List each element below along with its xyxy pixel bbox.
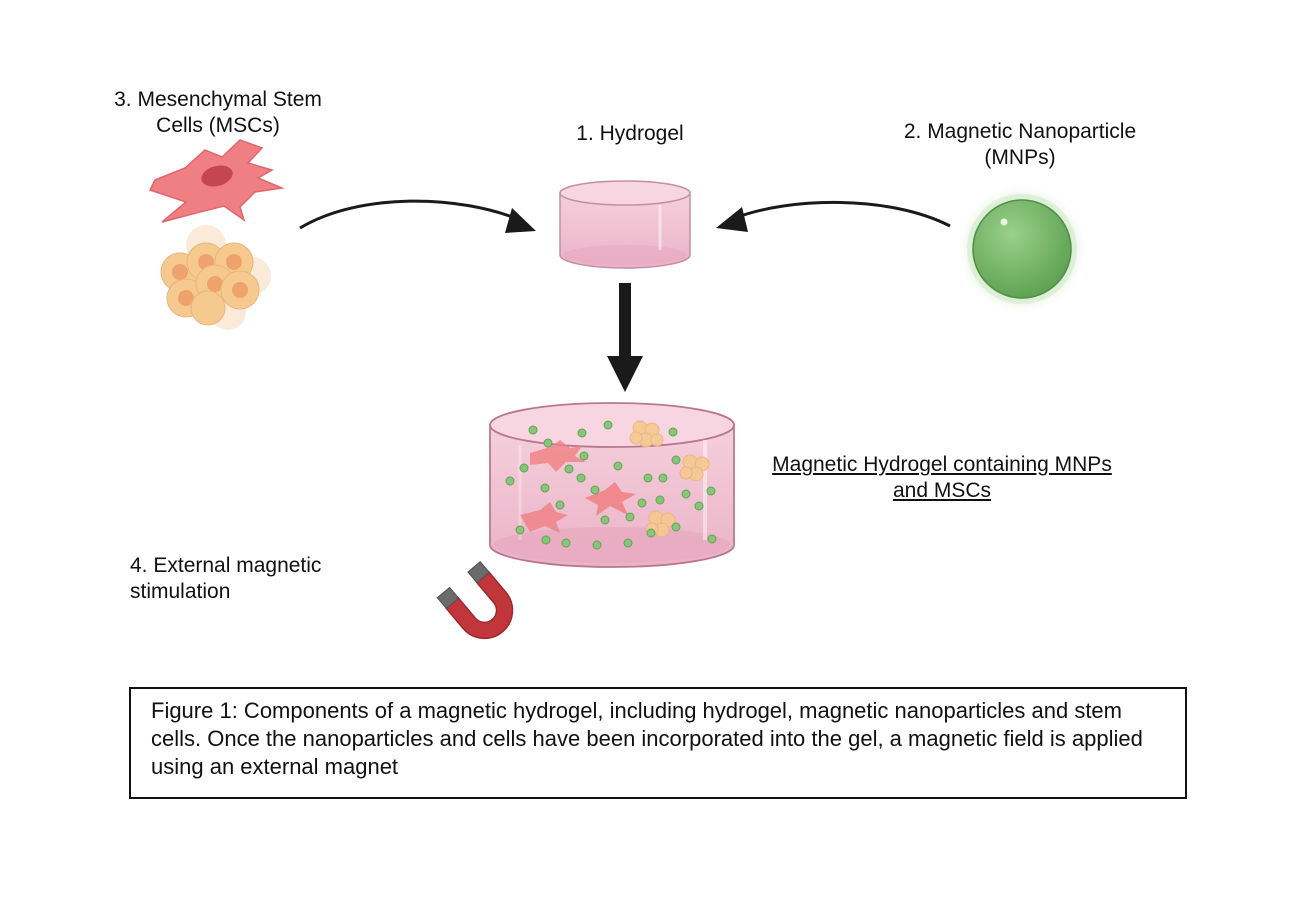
stimulation-label-line1: 4. External magnetic <box>130 554 322 577</box>
msc-to-hydrogel-arrow <box>299 199 521 230</box>
cell-cluster-icon <box>160 225 271 330</box>
mnp-label-line1: 2. Magnetic Nanoparticle <box>903 120 1137 143</box>
stimulation-label: 4. External magnetic stimulation <box>130 553 390 605</box>
magnet-icon <box>436 561 514 640</box>
result-label: Magnetic Hydrogel containing MNPs and MS… <box>742 452 1142 504</box>
arrowhead-icon <box>505 208 536 233</box>
arrowhead-icon <box>716 207 748 232</box>
mnp-label: 2. Magnetic Nanoparticle (MNPs) <box>860 119 1180 171</box>
result-label-line1: Magnetic Hydrogel containing MNPs <box>772 453 1112 476</box>
msc-label: 3. Mesenchymal Stem Cells (MSCs) <box>88 87 348 139</box>
mnp-to-hydrogel-arrow <box>734 201 951 228</box>
msc-label-line2: Cells (MSCs) <box>156 114 280 137</box>
down-arrow-icon <box>607 283 643 392</box>
figure-caption-text: Figure 1: Components of a magnetic hydro… <box>151 698 1143 779</box>
figure-caption: Figure 1: Components of a magnetic hydro… <box>129 687 1187 799</box>
magnetic-hydrogel-icon <box>489 402 735 568</box>
result-label-line2: and MSCs <box>892 479 992 502</box>
stimulation-label-line2: stimulation <box>130 580 231 603</box>
nanoparticle-icon <box>956 183 1088 315</box>
hydrogel-icon <box>559 180 691 269</box>
hydrogel-label: 1. Hydrogel <box>576 122 684 145</box>
mnp-label-line2: (MNPs) <box>984 146 1056 169</box>
msc-label-line1: 3. Mesenchymal Stem <box>114 88 322 111</box>
stem-cell-icon <box>148 139 285 223</box>
